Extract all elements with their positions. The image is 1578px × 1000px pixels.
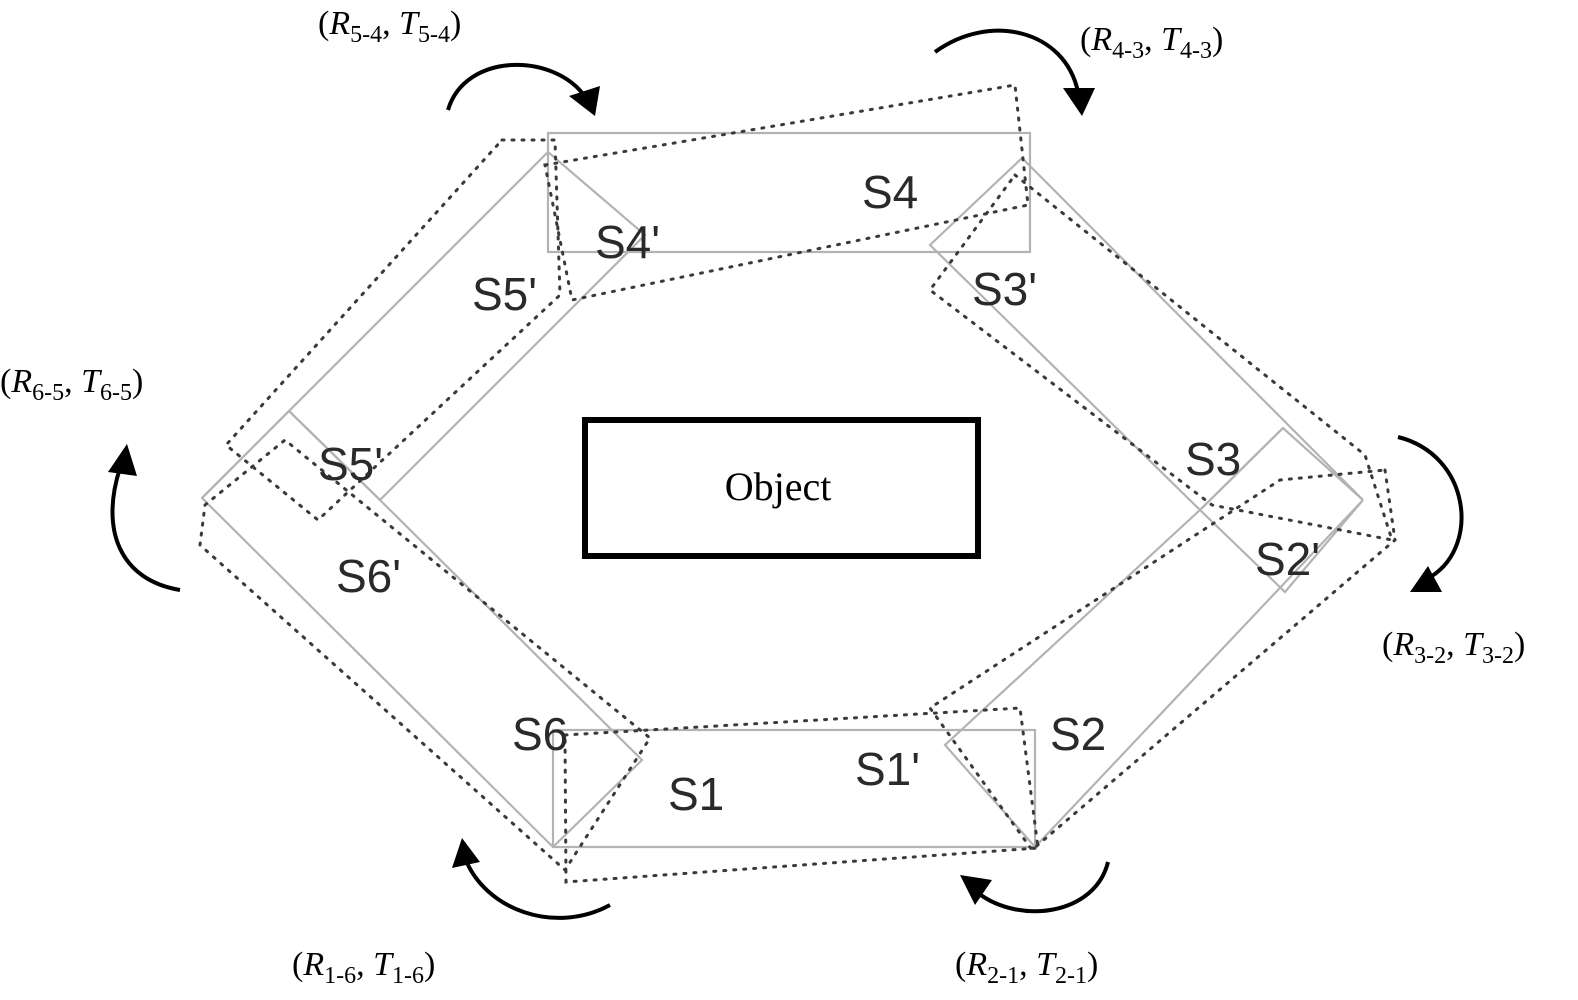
panel-s5-outline bbox=[201, 150, 647, 502]
panel-s3p-outline bbox=[927, 172, 1395, 542]
displaced-panel-labels: S4' S3' S5' S6' S2' S1' bbox=[318, 216, 1320, 795]
panel-label-s1: S1 bbox=[668, 768, 724, 820]
panel-labels: S4 S5' S3 S6 S1 S2 bbox=[472, 166, 1241, 820]
panel-s2-outline bbox=[943, 499, 1364, 849]
object-label: Object bbox=[725, 464, 832, 509]
panel-label-s6p: S6' bbox=[336, 550, 401, 602]
panel-label-s5: S5' bbox=[472, 268, 537, 320]
transform-label-t65: (R6-5, T6-5) bbox=[0, 363, 143, 406]
arrow-t21 bbox=[976, 861, 1110, 914]
panel-s4p-outline bbox=[543, 83, 1030, 302]
panel-label-s6: S6 bbox=[512, 708, 568, 760]
transform-label-t54: (R5-4, T5-4) bbox=[318, 5, 461, 48]
arrow-t65-head bbox=[108, 444, 137, 476]
object-box bbox=[582, 417, 981, 559]
arrow-t54-head bbox=[569, 86, 600, 116]
panel-label-s3p: S3' bbox=[972, 263, 1037, 315]
panel-s6p-outline bbox=[198, 438, 652, 873]
panel-s2p-outline bbox=[927, 468, 1397, 853]
arrow-t43 bbox=[933, 28, 1080, 93]
arrow-t54 bbox=[446, 62, 588, 111]
panel-s1p-outline bbox=[563, 706, 1040, 884]
panel-label-s2p: S2' bbox=[1255, 533, 1320, 585]
transform-label-t21: (R2-1, T2-1) bbox=[955, 946, 1098, 989]
transform-label-t32: (R3-2, T3-2) bbox=[1382, 626, 1525, 669]
panel-s1-outline bbox=[551, 728, 1037, 849]
panel-label-s4p: S4' bbox=[595, 216, 660, 268]
transform-arrows bbox=[108, 28, 1464, 920]
arrow-t16 bbox=[463, 857, 611, 920]
panel-label-s2: S2 bbox=[1050, 708, 1106, 760]
arrow-t43-head bbox=[1063, 88, 1095, 116]
panel-s5-s6-seam bbox=[288, 410, 381, 501]
panel-s3-s2-seam bbox=[1199, 427, 1284, 511]
object: Object bbox=[582, 417, 981, 559]
panel-s5p-outline bbox=[223, 138, 562, 522]
panel-label-s1p: S1' bbox=[855, 743, 920, 795]
panel-s6-outline bbox=[200, 409, 644, 849]
panel-label-s3: S3 bbox=[1185, 433, 1241, 485]
original-panels bbox=[200, 131, 1364, 849]
panel-label-s5p: S5' bbox=[318, 438, 383, 490]
arrow-t65 bbox=[110, 467, 181, 592]
arrow-t21-head bbox=[960, 875, 992, 905]
transform-labels: (R5-4, T5-4) (R4-3, T4-3) (R6-5, T6-5) (… bbox=[0, 5, 1525, 989]
arrow-t16-head bbox=[452, 838, 480, 868]
panel-label-s4: S4 bbox=[862, 166, 918, 218]
transform-label-t43: (R4-3, T4-3) bbox=[1080, 21, 1223, 64]
transform-label-t16: (R1-6, T1-6) bbox=[292, 946, 435, 989]
arrow-t32 bbox=[1397, 435, 1464, 578]
displaced-panels bbox=[198, 83, 1397, 884]
arrow-t32-head bbox=[1410, 566, 1442, 592]
panel-s4-outline bbox=[546, 131, 1032, 254]
